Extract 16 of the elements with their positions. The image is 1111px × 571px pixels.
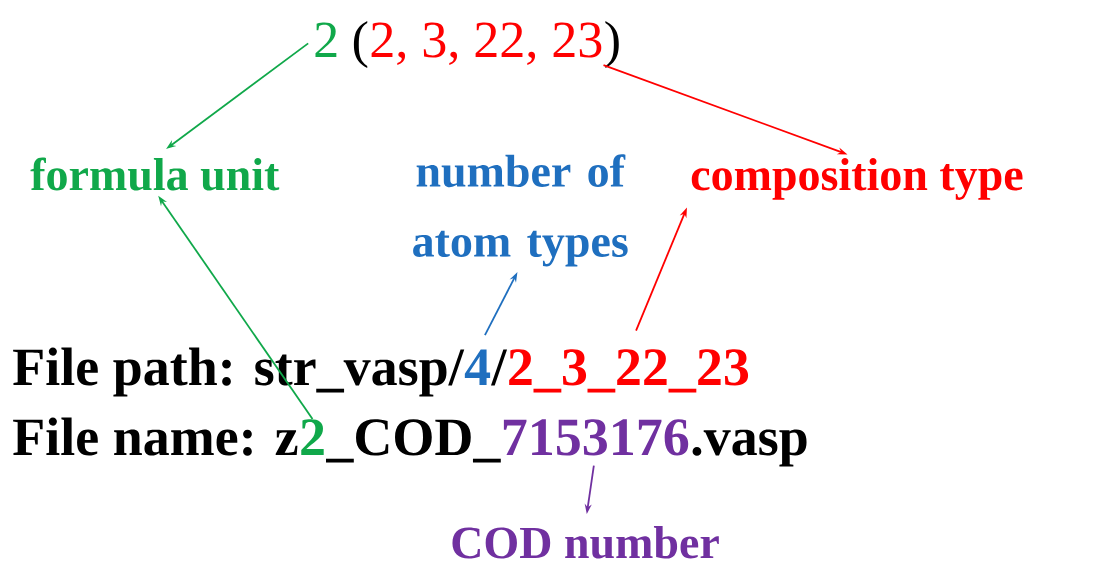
highlighted-number: 2 [301, 419, 324, 455]
highlighted-number: 7153176 [503, 419, 689, 456]
highlighted-number: 2_3_22_23 [509, 349, 749, 393]
term-label: COD number [452, 526, 719, 559]
filename-text: / [491, 349, 508, 386]
filename-text: _COD_ [325, 419, 501, 463]
term-label: formula unit [30, 157, 280, 191]
filename-text: File name: z [13, 417, 298, 456]
filename-text: .vasp [692, 429, 807, 467]
highlighted-number: 4 [464, 349, 491, 385]
highlighted-number: 2, 3, 22, 23 [371, 22, 602, 65]
filename-text: ) [605, 20, 619, 69]
filename-text: ( [353, 20, 368, 69]
term-label: number of atom types [413, 154, 628, 267]
term-label: composition type [691, 158, 1023, 200]
highlighted-number: 2 [315, 22, 337, 57]
